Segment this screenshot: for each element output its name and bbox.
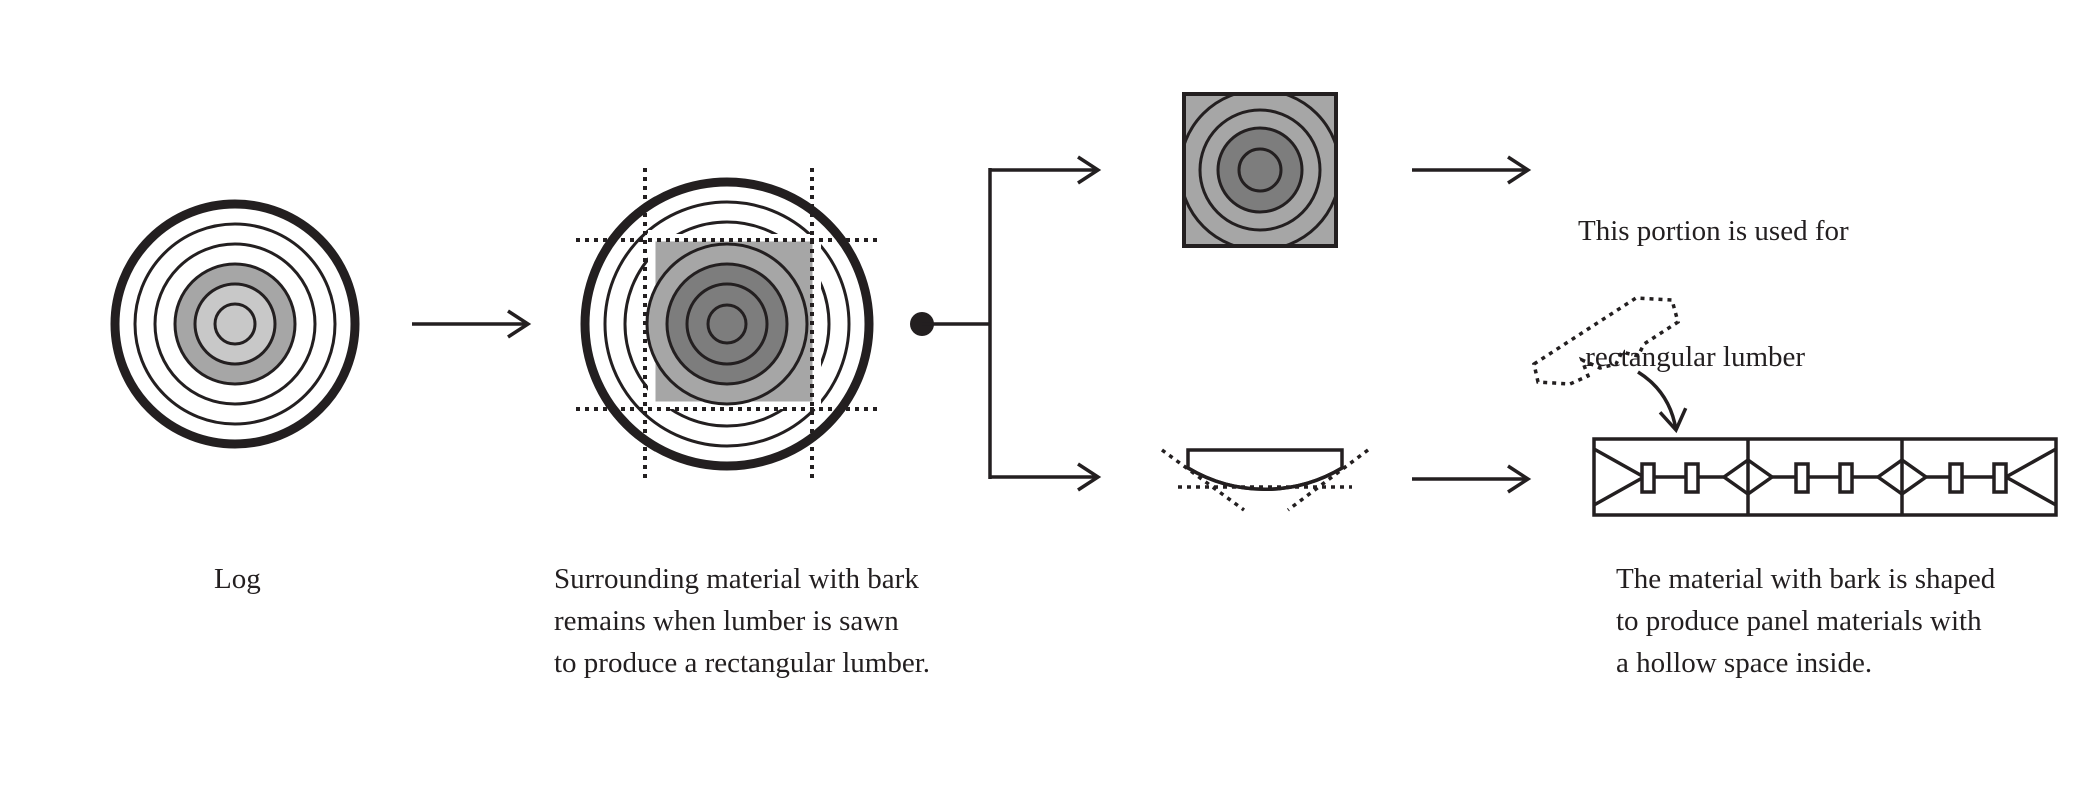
sawn-log-cross-section <box>576 168 882 478</box>
label-surrounding-line-1: Surrounding material with bark <box>554 563 919 595</box>
rectangular-lumber <box>1182 92 1338 248</box>
square-timber-core <box>645 238 816 406</box>
label-portion-line-2: rectangular lumber <box>1578 341 1806 373</box>
saw-cut-lines <box>576 168 882 478</box>
curved-insert-arrow <box>1637 370 1688 434</box>
log-cross-section <box>110 199 360 449</box>
label-surrounding-line-3: to produce a rectangular lumber. <box>554 647 931 679</box>
log-growth-ring <box>133 222 337 426</box>
branch-connector <box>910 155 1102 492</box>
log-growth-ring <box>153 242 317 406</box>
label-shaped-material: The material with bark is shaped to prod… <box>1616 558 1995 684</box>
label-portion-used: This portion is used for rectangular lum… <box>1578 126 1849 420</box>
label-shaped-line-1: The material with bark is shaped <box>1616 563 1996 595</box>
hollow-panel <box>1592 437 2058 517</box>
interlocking-piece-outline <box>1532 296 1688 434</box>
label-shaped-line-2: to produce panel materials with <box>1616 605 1982 637</box>
label-surrounding-material: Surrounding material with bark remains w… <box>554 558 930 684</box>
label-log: Log <box>214 558 261 600</box>
log-center <box>213 302 257 346</box>
bark-slab-right <box>815 206 874 442</box>
label-surrounding-line-2: remains when lumber is sawn <box>554 605 899 637</box>
label-shaped-line-3: a hollow space inside. <box>1616 647 1873 679</box>
bark-slab-shaping <box>1160 448 1370 512</box>
bark-slab-bottom <box>604 405 850 471</box>
label-portion-line-1: This portion is used for <box>1578 215 1849 247</box>
bark-slab-left <box>580 196 655 452</box>
label-log-text: Log <box>214 563 261 595</box>
bark-slab-top <box>606 177 848 240</box>
